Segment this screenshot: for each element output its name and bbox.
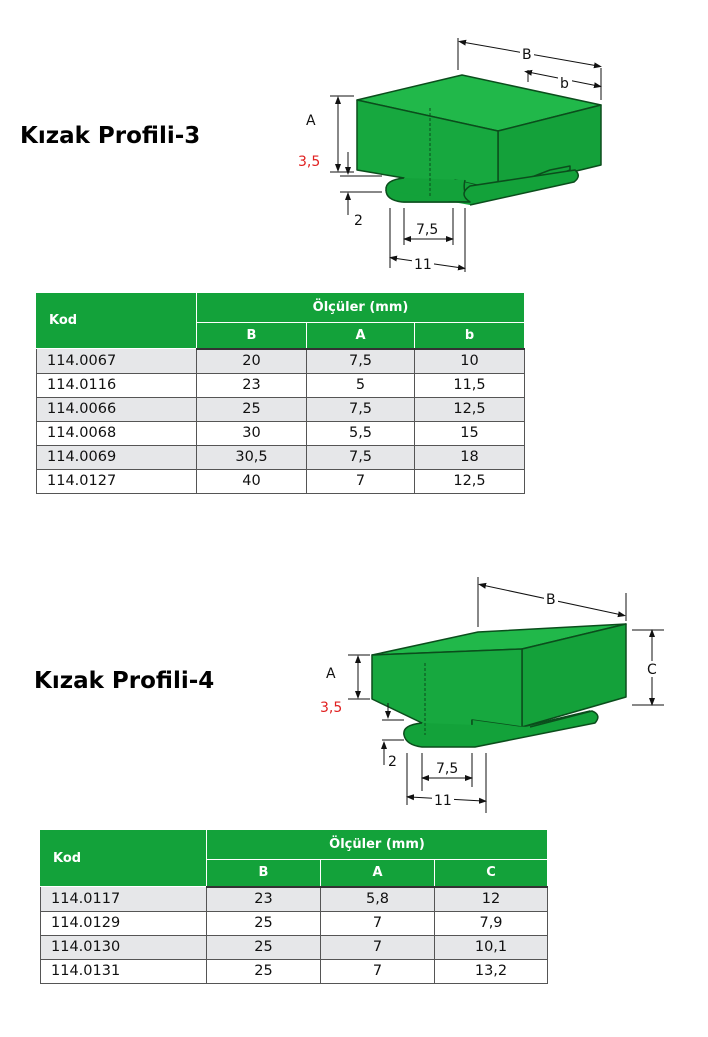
profile4-shape bbox=[371, 623, 627, 748]
value-cell: 10,1 bbox=[434, 934, 548, 960]
code-cell: 114.0116 bbox=[36, 372, 197, 398]
profile4-drawing: B C A 3,5 2 7,5 11 bbox=[320, 577, 664, 813]
table-row: 114.0127 40 7 12,5 bbox=[36, 468, 525, 494]
profile3-shape bbox=[356, 74, 602, 206]
profile3-dim-b: b bbox=[560, 76, 569, 92]
profile3-dim-B: B bbox=[522, 47, 532, 63]
profile4-title: Kızak Profili-4 bbox=[34, 668, 215, 694]
table-row: 114.0130 25 7 10,1 bbox=[40, 934, 548, 960]
profile4-dim-11: 11 bbox=[434, 793, 452, 809]
code-cell: 114.0067 bbox=[36, 348, 197, 374]
profile4-diagram: B C A 3,5 2 7,5 11 bbox=[310, 575, 682, 820]
table-row: 114.0117 23 5,8 12 bbox=[40, 886, 548, 912]
value-cell: 25 bbox=[206, 934, 321, 960]
profile4-table: Kod Ölçüler (mm) B A C 114.0117 23 5,8 1… bbox=[40, 829, 548, 984]
profile4-dim-2: 2 bbox=[388, 754, 397, 770]
profile3-diagram: B b A 3,5 2 7,5 11 bbox=[290, 30, 610, 280]
code-cell: 114.0069 bbox=[36, 444, 197, 470]
profile3-table: Kod Ölçüler (mm) B A b 114.0067 20 7,5 1… bbox=[36, 292, 525, 494]
table-row: 114.0116 23 5 11,5 bbox=[36, 372, 525, 398]
value-cell: 11,5 bbox=[414, 372, 525, 398]
profile3-title: Kızak Profili-3 bbox=[20, 123, 201, 149]
table-row: 114.0131 25 7 13,2 bbox=[40, 958, 548, 984]
value-cell: 7,5 bbox=[306, 444, 415, 470]
value-cell: 40 bbox=[196, 468, 307, 494]
column-header-B: B bbox=[196, 322, 307, 350]
value-cell: 13,2 bbox=[434, 958, 548, 984]
profile4-dim-A: A bbox=[326, 666, 336, 682]
value-cell: 7 bbox=[306, 468, 415, 494]
profile3-drawing: B b A 3,5 2 7,5 11 bbox=[298, 38, 602, 273]
code-cell: 114.0129 bbox=[40, 910, 207, 936]
profile3-dimension-lines bbox=[330, 38, 602, 272]
profile3-dim-11: 11 bbox=[414, 257, 432, 273]
profile4-dim-3-5: 3,5 bbox=[320, 700, 342, 716]
group-header: Ölçüler (mm) bbox=[196, 292, 525, 323]
table-row: 114.0066 25 7,5 12,5 bbox=[36, 396, 525, 422]
value-cell: 25 bbox=[196, 396, 307, 422]
value-cell: 30,5 bbox=[196, 444, 307, 470]
table-row: 114.0068 30 5,5 15 bbox=[36, 420, 525, 446]
value-cell: 7 bbox=[320, 910, 435, 936]
table-row: 114.0067 20 7,5 10 bbox=[36, 348, 525, 374]
value-cell: 30 bbox=[196, 420, 307, 446]
profile4-dim-7-5: 7,5 bbox=[436, 761, 458, 777]
value-cell: 5,5 bbox=[306, 420, 415, 446]
kod-header: Kod bbox=[40, 829, 207, 887]
value-cell: 12 bbox=[434, 886, 548, 912]
column-header-A: A bbox=[306, 322, 415, 350]
value-cell: 23 bbox=[206, 886, 321, 912]
value-cell: 10 bbox=[414, 348, 525, 374]
value-cell: 5,8 bbox=[320, 886, 435, 912]
value-cell: 7,5 bbox=[306, 348, 415, 374]
profile3-dim-2: 2 bbox=[354, 213, 363, 229]
value-cell: 25 bbox=[206, 910, 321, 936]
profile4-dim-C: C bbox=[647, 662, 657, 678]
value-cell: 18 bbox=[414, 444, 525, 470]
group-header: Ölçüler (mm) bbox=[206, 829, 548, 860]
value-cell: 7,5 bbox=[306, 396, 415, 422]
code-cell: 114.0131 bbox=[40, 958, 207, 984]
value-cell: 12,5 bbox=[414, 468, 525, 494]
value-cell: 5 bbox=[306, 372, 415, 398]
column-header-C: C bbox=[434, 859, 548, 888]
value-cell: 15 bbox=[414, 420, 525, 446]
column-header-b: b bbox=[414, 322, 525, 350]
profile3-dim-A: A bbox=[306, 113, 316, 129]
code-cell: 114.0127 bbox=[36, 468, 197, 494]
value-cell: 7 bbox=[320, 934, 435, 960]
code-cell: 114.0066 bbox=[36, 396, 197, 422]
code-cell: 114.0117 bbox=[40, 886, 207, 912]
column-header-A: A bbox=[320, 859, 435, 888]
profile3-dim-7-5: 7,5 bbox=[416, 222, 438, 238]
value-cell: 7,9 bbox=[434, 910, 548, 936]
value-cell: 12,5 bbox=[414, 396, 525, 422]
column-header-B: B bbox=[206, 859, 321, 888]
kod-header: Kod bbox=[36, 292, 197, 349]
value-cell: 25 bbox=[206, 958, 321, 984]
value-cell: 23 bbox=[196, 372, 307, 398]
code-cell: 114.0068 bbox=[36, 420, 197, 446]
profile3-dim-3-5: 3,5 bbox=[298, 154, 320, 170]
code-cell: 114.0130 bbox=[40, 934, 207, 960]
profile4-dim-B: B bbox=[546, 592, 556, 608]
value-cell: 20 bbox=[196, 348, 307, 374]
table-row: 114.0129 25 7 7,9 bbox=[40, 910, 548, 936]
value-cell: 7 bbox=[320, 958, 435, 984]
table-row: 114.0069 30,5 7,5 18 bbox=[36, 444, 525, 470]
